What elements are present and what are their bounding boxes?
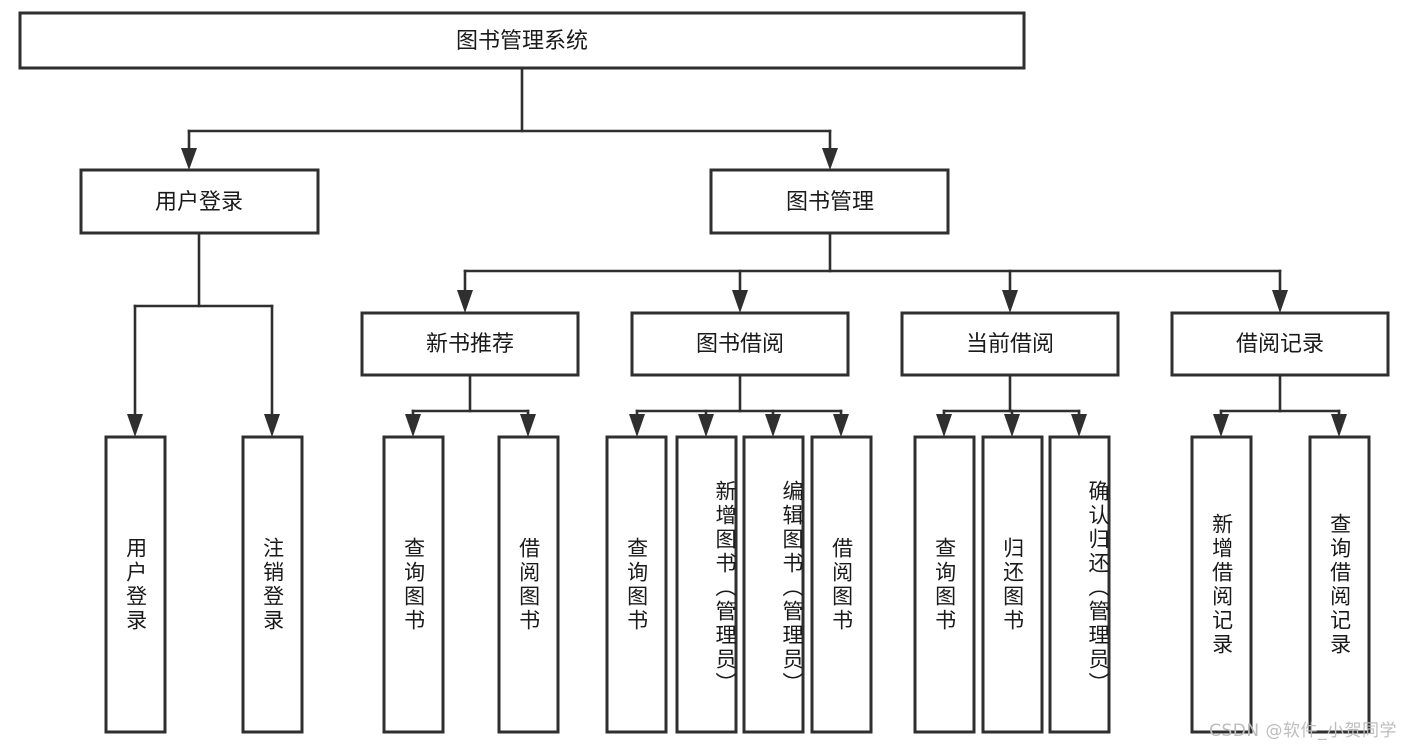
node-leaf-user-logout[interactable] — [241, 435, 304, 734]
arrowhead-leaf-query-book-2 — [629, 414, 645, 437]
nodes-layer: 图书管理系统 用户登录 图书管理 新书推荐 图书借阅 当前借阅 借阅记录 — [18, 11, 1390, 734]
node-leaf-borrow-book-1[interactable] — [497, 435, 560, 734]
csdn-watermark: CSDN @软件_小贺同学 — [1209, 721, 1397, 741]
node-leaf-confirm-return[interactable] — [1048, 435, 1111, 734]
arrowhead-leaf-add-record — [1213, 414, 1229, 437]
arrowhead-leaf-edit-book — [765, 414, 781, 437]
node-current-borrow[interactable] — [900, 311, 1120, 377]
node-new-book-rec[interactable] — [360, 311, 580, 377]
node-book-borrow[interactable] — [630, 311, 850, 377]
arrowhead-leaf-borrow-book-2 — [833, 414, 849, 437]
node-leaf-user-login[interactable] — [104, 435, 167, 734]
node-user-login[interactable] — [79, 168, 320, 235]
arrowhead-current-borrow — [1002, 290, 1018, 313]
arrowhead-leaf-return-book — [1004, 414, 1020, 437]
arrowhead-new-book-rec — [457, 290, 473, 313]
node-leaf-query-book-3[interactable] — [913, 435, 976, 734]
node-borrow-record-label: 借阅记录 — [1236, 332, 1324, 357]
arrowhead-leaf-user-login — [127, 414, 143, 437]
node-leaf-add-record[interactable] — [1190, 435, 1253, 734]
node-book-manage-label: 图书管理 — [786, 190, 874, 215]
node-user-login-label: 用户登录 — [155, 190, 243, 215]
node-borrow-record[interactable] — [1170, 311, 1390, 377]
node-current-borrow-label: 当前借阅 — [966, 332, 1054, 357]
node-leaf-return-book[interactable] — [981, 435, 1044, 734]
node-book-borrow-label: 图书借阅 — [696, 332, 784, 357]
node-root-label: 图书管理系统 — [456, 29, 588, 54]
node-leaf-query-book-1[interactable] — [382, 435, 445, 734]
arrowhead-leaf-confirm-return — [1071, 414, 1087, 437]
node-leaf-add-book[interactable] — [675, 435, 738, 734]
node-leaf-edit-book[interactable] — [742, 435, 805, 734]
arrowhead-leaf-query-record — [1331, 414, 1347, 437]
arrowhead-leaf-add-book — [698, 414, 714, 437]
arrowhead-leaf-query-book-1 — [405, 414, 421, 437]
arrowhead-leaf-query-book-3 — [936, 414, 952, 437]
node-root[interactable] — [18, 11, 1026, 70]
arrowhead-borrow-record — [1272, 290, 1288, 313]
connectors-layer — [127, 66, 1347, 437]
node-book-manage[interactable] — [709, 168, 950, 235]
arrowhead-leaf-borrow-book-1 — [520, 414, 536, 437]
node-leaf-query-record[interactable] — [1308, 435, 1371, 734]
arrowhead-leaf-user-logout — [264, 414, 280, 437]
arrowhead-book-borrow — [732, 290, 748, 313]
node-new-book-rec-label: 新书推荐 — [426, 332, 514, 357]
node-leaf-query-book-2[interactable] — [605, 435, 668, 734]
arrowhead-user-login — [181, 148, 197, 170]
node-leaf-borrow-book-2[interactable] — [810, 435, 873, 734]
arrowhead-book-manage — [822, 148, 838, 170]
